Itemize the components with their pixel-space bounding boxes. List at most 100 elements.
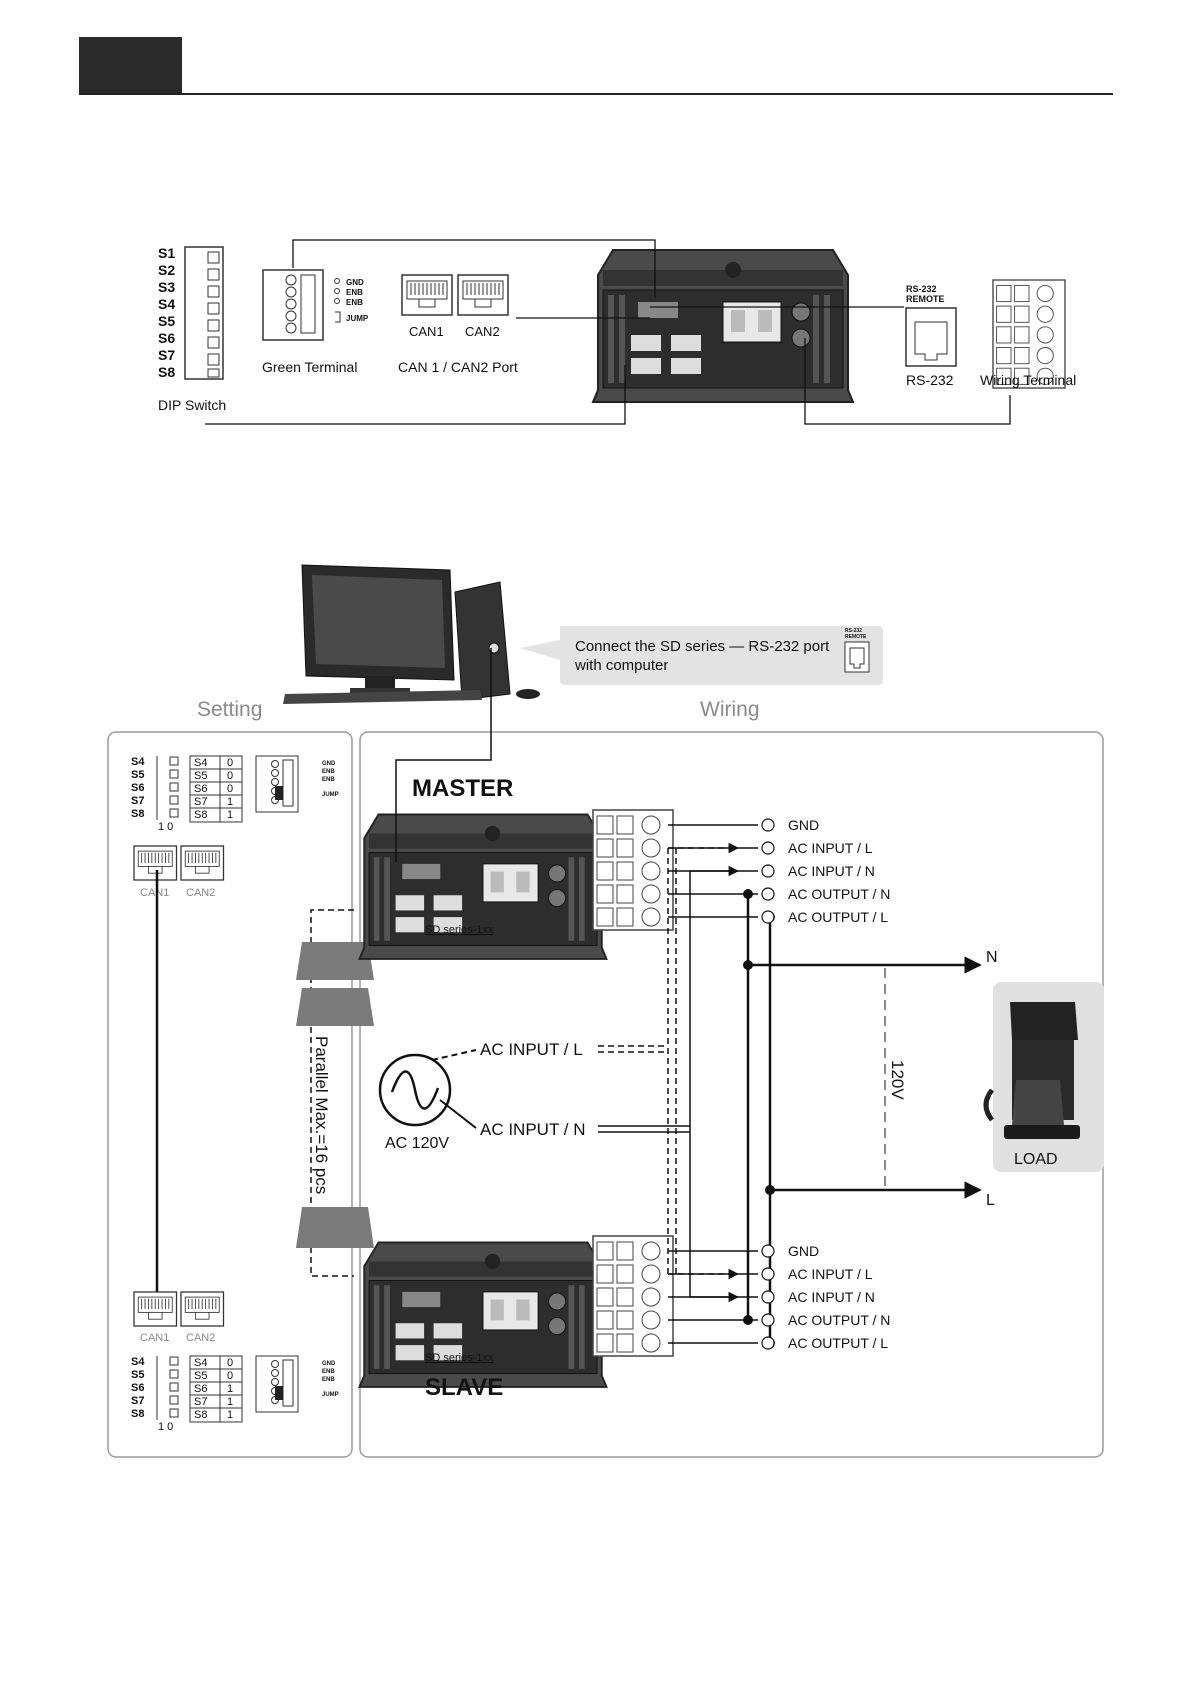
ring-terminals: [761, 818, 775, 1350]
master-dip-label-s8: S8: [131, 808, 144, 820]
slave-row-s8-name: S8: [194, 1409, 207, 1421]
ac-source-label: AC 120V: [385, 1135, 449, 1152]
green-terminal-pin-gnd: GND: [346, 278, 364, 287]
slave-green-terminal: GND ENB ENB JUMP: [255, 1355, 339, 1413]
master-wire-ac-output-l: AC OUTPUT / L: [788, 909, 888, 925]
inverter-unit-top: [592, 249, 854, 403]
slave-title: SLAVE: [425, 1374, 503, 1401]
rs232-computer-link: [395, 648, 492, 862]
dip-label-s3: S3: [158, 279, 175, 295]
slave-row-s6-name: S6: [194, 1383, 207, 1395]
parallel-max-note: Parallel Max.=16 pcs: [312, 1036, 331, 1194]
callout-icon-label-2: REMOTE: [845, 634, 867, 640]
master-can-ports: CAN1 CAN2: [133, 845, 225, 899]
dip-switch-caption: DIP Switch: [158, 397, 226, 413]
load-voltage-label: 120V: [888, 1060, 907, 1100]
wiring-title: Wiring: [700, 698, 760, 721]
master-row-s8-name: S8: [194, 809, 207, 821]
slave-row-s7-name: S7: [194, 1396, 207, 1408]
master-pin-enb2: ENB: [322, 777, 335, 783]
master-pin-jump: JUMP: [322, 792, 339, 798]
slave-pin-gnd: GND: [322, 1361, 336, 1367]
slave-terminal-block: [592, 1235, 674, 1357]
source-input-n-label: AC INPUT / N: [480, 1120, 585, 1139]
master-row-s5-value: 0: [227, 770, 233, 782]
slave-dip-label-s8: S8: [131, 1408, 144, 1420]
wiring-terminal-caption: Wiring Terminal: [980, 372, 1076, 388]
master-dip-scale: 1 0: [158, 821, 173, 833]
dip-label-s2: S2: [158, 262, 175, 278]
slave-row-s5-value: 0: [227, 1370, 233, 1382]
top-leader-lines: [205, 239, 1011, 425]
slave-dip-label-s7: S7: [131, 1395, 144, 1407]
dip-label-s6: S6: [158, 330, 175, 346]
slave-wire-ac-input-n: AC INPUT / N: [788, 1289, 875, 1305]
load-l-label: L: [986, 1192, 995, 1209]
dip-switch: S1 S2 S3 S4 S5 S6 S7 S8 DIP Switch: [158, 245, 226, 413]
computer-illustration: [283, 564, 540, 704]
slave-pin-jump: JUMP: [322, 1392, 339, 1398]
slave-row-s4-name: S4: [194, 1357, 207, 1369]
slave-dip-scale: 1 0: [158, 1421, 173, 1433]
slave-wire-ac-output-l: AC OUTPUT / L: [788, 1335, 888, 1351]
setting-title: Setting: [197, 698, 262, 721]
slave-dip-setting: S4 S5 S6 S7 S8 1 0 S4 0 S5 0 S6 1 S7 1 S…: [131, 1355, 243, 1433]
master-pin-enb1: ENB: [322, 769, 335, 775]
dip-label-s8: S8: [158, 364, 175, 380]
master-wire-ac-input-n: AC INPUT / N: [788, 863, 875, 879]
dip-label-s4: S4: [158, 296, 175, 312]
green-terminal: GND ENB ENB JUMP Green Terminal: [262, 269, 369, 375]
master-row-s5-name: S5: [194, 770, 207, 782]
master-row-s7-value: 1: [227, 796, 233, 808]
source-input-l-label: AC INPUT / L: [480, 1040, 583, 1059]
load-label: LOAD: [1014, 1151, 1058, 1168]
callout-line-2: with computer: [574, 657, 668, 674]
slave-row-s5-name: S5: [194, 1370, 207, 1382]
master-dip-label-s5: S5: [131, 769, 144, 781]
green-terminal-pin-enb2: ENB: [346, 298, 363, 307]
slave-dip-label-s6: S6: [131, 1382, 144, 1394]
slave-row-s6-value: 1: [227, 1383, 233, 1395]
slave-wire-ac-output-n: AC OUTPUT / N: [788, 1312, 890, 1328]
slave-can2-label: CAN2: [186, 1332, 215, 1344]
parallel-stack: Parallel Max.=16 pcs: [296, 909, 374, 1277]
slave-can1-label: CAN1: [140, 1332, 169, 1344]
setting-panel: [107, 731, 353, 1458]
callout-icon-label-1: RS-232: [845, 628, 862, 634]
can2-label: CAN2: [465, 324, 500, 339]
ac-source: AC 120V AC INPUT / L AC INPUT / N: [378, 1040, 585, 1152]
master-row-s6-name: S6: [194, 783, 207, 795]
slave-row-s8-value: 1: [227, 1409, 233, 1421]
wiring-terminal: Wiring Terminal: [980, 279, 1076, 389]
master-dip-label-s6: S6: [131, 782, 144, 794]
dip-label-s1: S1: [158, 245, 175, 261]
master-row-s7-name: S7: [194, 796, 207, 808]
section-header-block: [79, 37, 182, 94]
rs232-header-2: REMOTE: [906, 294, 945, 304]
rs232-port: RS-232 REMOTE RS-232: [905, 284, 957, 388]
master-row-s8-value: 1: [227, 809, 233, 821]
rs232-caption: RS-232: [906, 372, 954, 388]
master-pin-gnd: GND: [322, 761, 336, 767]
master-title: MASTER: [412, 775, 513, 802]
master-row-s4-name: S4: [194, 757, 207, 769]
dip-label-s7: S7: [158, 347, 175, 363]
master-row-s6-value: 0: [227, 783, 233, 795]
header-rule: [79, 93, 1113, 95]
master-dip-label-s4: S4: [131, 756, 145, 768]
slave-row-s4-value: 0: [227, 1357, 233, 1369]
master-model-label: SD series-1xx: [425, 924, 494, 936]
master-wire-ac-input-l: AC INPUT / L: [788, 840, 873, 856]
slave-dip-label-s4: S4: [131, 1356, 145, 1368]
load-coffee-maker: LOAD: [983, 982, 1104, 1172]
green-terminal-caption: Green Terminal: [262, 359, 357, 375]
can-port-caption: CAN 1 / CAN2 Port: [398, 359, 518, 375]
slave-row-s7-value: 1: [227, 1396, 233, 1408]
slave-dip-label-s5: S5: [131, 1369, 144, 1381]
master-row-s4-value: 0: [227, 757, 233, 769]
dip-label-s5: S5: [158, 313, 175, 329]
slave-pin-enb2: ENB: [322, 1377, 335, 1383]
slave-wire-ac-input-l: AC INPUT / L: [788, 1266, 873, 1282]
slave-pin-enb1: ENB: [322, 1369, 335, 1375]
